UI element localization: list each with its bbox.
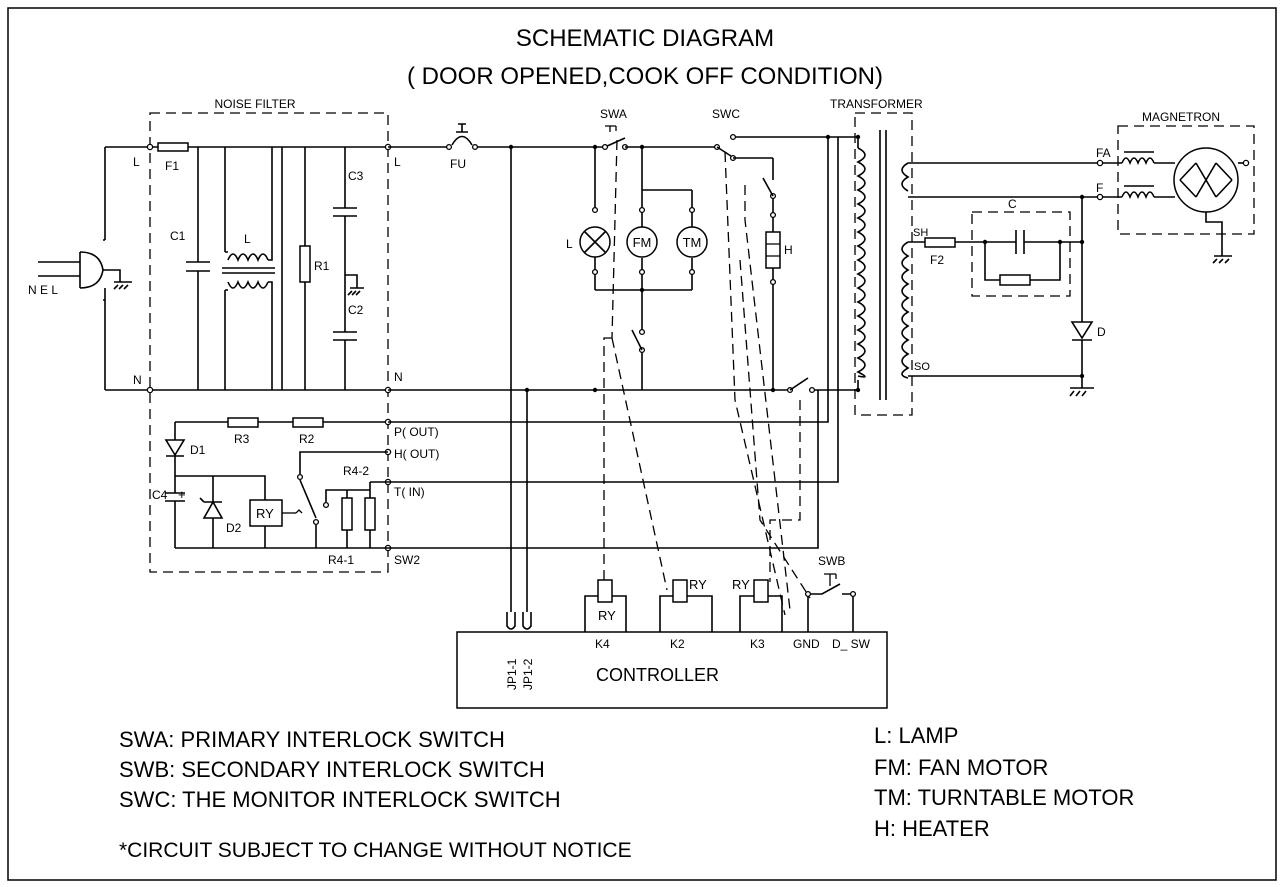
relay-k4-ry: RY xyxy=(598,608,616,623)
controller-box xyxy=(456,631,888,709)
filter-label-l-in: L xyxy=(133,155,140,169)
relay-k4 xyxy=(597,579,613,603)
legend-swb: SWB: SECONDARY INTERLOCK SWITCH xyxy=(119,757,545,782)
noise-filter-block: NOISE FILTER L N F1 C1 L R1 C3 C2 xyxy=(104,97,439,573)
jp1-2-label: JP1-2 xyxy=(521,658,535,690)
magnetron-outline xyxy=(1117,125,1255,235)
relay-coil-ry-label: RY xyxy=(256,506,274,521)
switch-swc-label: SWC xyxy=(712,107,740,121)
label-so: SO xyxy=(914,361,930,373)
resistor-r3-label: R3 xyxy=(234,432,250,446)
transformer-block: TRANSFORMER F2 SH SO xyxy=(830,97,1100,416)
resistor-r4-b xyxy=(364,497,376,531)
relay-coil-ry xyxy=(249,499,283,527)
filter-label-n-out: N xyxy=(394,370,403,384)
fuse-f1-label: F1 xyxy=(165,159,179,173)
cap-c4-plus: + xyxy=(178,487,186,502)
switch-swb-label: SWB xyxy=(818,554,845,568)
diagram-subtitle: ( DOOR OPENED,COOK OFF CONDITION) xyxy=(407,63,883,90)
relay-k3-ry: RY xyxy=(732,577,750,592)
capacitor-c-outline xyxy=(971,211,1071,297)
turntable-motor-tm xyxy=(676,226,708,258)
label-sh: SH xyxy=(913,227,928,239)
fan-motor-fm xyxy=(626,226,658,258)
legend-swc: SWC: THE MONITOR INTERLOCK SWITCH xyxy=(119,787,561,812)
resistor-r2-label: R2 xyxy=(299,432,315,446)
legend: SWA: PRIMARY INTERLOCK SWITCH SWB: SECON… xyxy=(119,723,1134,862)
pin-k4: K4 xyxy=(595,637,610,651)
magnetron-block: MAGNETRON FA F xyxy=(1096,110,1255,264)
diode-d-label: D xyxy=(1097,325,1106,339)
resistor-r1 xyxy=(299,245,311,283)
cap-c2-label: C2 xyxy=(348,303,364,317)
fuse-fu-label: FU xyxy=(450,157,466,171)
hv-capacitor-module: C xyxy=(971,197,1082,297)
cap-c3-label: C3 xyxy=(348,169,364,183)
notice-text: *CIRCUIT SUBJECT TO CHANGE WITHOUT NOTIC… xyxy=(119,839,632,862)
label-fa: FA xyxy=(1096,146,1111,160)
relay-r4-1-label: R4-1 xyxy=(328,553,354,567)
primary-circuit: FU SWA SWC L FM xyxy=(388,107,861,612)
controller-label: CONTROLLER xyxy=(596,665,719,685)
filter-label-n-in: N xyxy=(133,373,142,387)
fuse-f1 xyxy=(157,142,189,152)
legend-swa: SWA: PRIMARY INTERLOCK SWITCH xyxy=(119,727,505,752)
jp1-1-label: JP1-1 xyxy=(505,658,519,690)
noise-filter-outline xyxy=(149,112,389,573)
label-t-in: T( IN) xyxy=(394,485,425,499)
hv-diode: D xyxy=(1069,197,1106,397)
power-plug: N E L xyxy=(28,239,132,301)
noise-filter-label: NOISE FILTER xyxy=(214,97,295,111)
label-f: F xyxy=(1096,181,1103,195)
pin-k3: K3 xyxy=(750,637,765,651)
cap-c1-label: C1 xyxy=(170,229,186,243)
pin-d-sw: D_ SW xyxy=(832,637,871,651)
capacitor-c-label: C xyxy=(1008,197,1017,211)
zener-d2-label: D2 xyxy=(226,521,242,535)
heater-h-label: H xyxy=(784,243,793,257)
turntable-motor-label: TM xyxy=(683,235,702,250)
label-h-out: H( OUT) xyxy=(394,447,439,461)
choke-l-label: L xyxy=(244,232,251,246)
fuse-f2-label: F2 xyxy=(930,253,944,267)
fan-motor-label: FM xyxy=(633,235,652,250)
label-p-out: P( OUT) xyxy=(394,425,439,439)
resistor-r2 xyxy=(292,417,324,428)
legend-heater: H: HEATER xyxy=(874,816,990,841)
pin-k2: K2 xyxy=(670,637,685,651)
fuse-f2 xyxy=(924,237,956,248)
transformer-outline xyxy=(854,112,913,416)
controller-block: CONTROLLER JP1-1 JP1-2 RY K4 RY K2 RY K3… xyxy=(456,554,888,709)
interlock-linkages xyxy=(603,139,811,616)
heater-h xyxy=(765,231,781,269)
relay-k3 xyxy=(753,579,769,603)
resistor-r4-a xyxy=(341,497,353,531)
resistor-r1-label: R1 xyxy=(314,259,330,273)
lamp-l-label: L xyxy=(566,237,573,251)
filter-label-l-out: L xyxy=(394,155,401,169)
transformer-label: TRANSFORMER xyxy=(830,97,923,111)
diagram-title: SCHEMATIC DIAGRAM xyxy=(516,25,774,52)
label-sw2: SW2 xyxy=(394,553,420,567)
diode-d1-label: D1 xyxy=(190,443,206,457)
switch-swa-label: SWA xyxy=(600,107,627,121)
pin-gnd: GND xyxy=(793,637,820,651)
relay-k2 xyxy=(672,579,688,603)
legend-lamp: L: LAMP xyxy=(874,723,958,748)
relay-r4-2-label: R4-2 xyxy=(343,464,369,478)
magnetron-label: MAGNETRON xyxy=(1142,110,1220,124)
cap-c4-label: C4 xyxy=(152,488,168,502)
capacitor-c-bleeder xyxy=(999,274,1031,286)
legend-turntable-motor: TM: TURNTABLE MOTOR xyxy=(874,785,1134,810)
resistor-r3 xyxy=(227,417,259,428)
legend-fan-motor: FM: FAN MOTOR xyxy=(874,755,1048,780)
relay-k2-ry: RY xyxy=(689,577,707,592)
plug-label: N E L xyxy=(28,283,58,297)
